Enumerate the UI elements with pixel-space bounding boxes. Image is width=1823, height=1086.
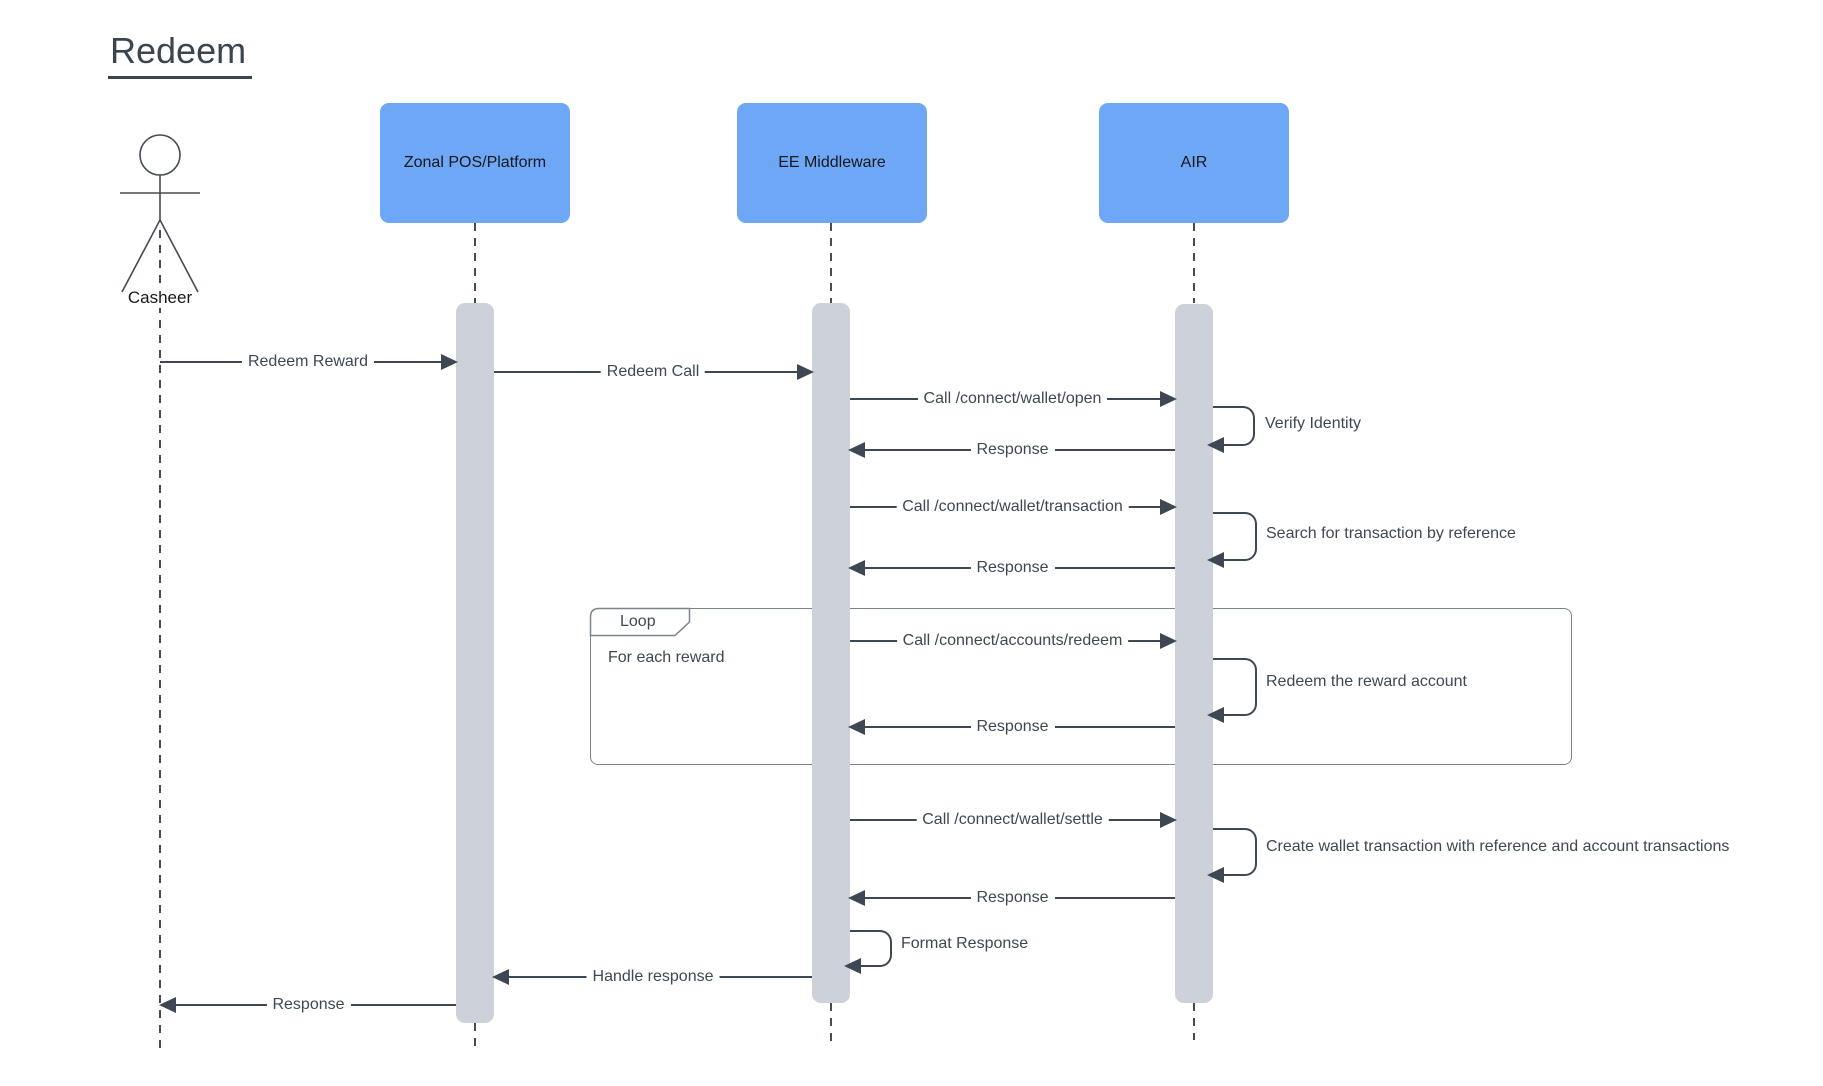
loop-fragment-label: Loop [620, 613, 656, 630]
arrowhead-icon [1207, 437, 1224, 453]
lifeline-zonal-bottom [474, 1023, 476, 1051]
message-label: Response [970, 718, 1055, 736]
message-label: Response [970, 441, 1055, 459]
arrowhead-icon [441, 354, 458, 370]
actor-label: Casheer [124, 288, 196, 308]
self-message-format-response [844, 930, 892, 974]
arrowhead-icon [848, 890, 865, 906]
arrowhead-icon [848, 560, 865, 576]
arrowhead-icon [844, 958, 861, 974]
participant-zonal-pos: Zonal POS/Platform [380, 103, 570, 223]
message-label: Redeem Reward [241, 353, 375, 371]
message-label: Create wallet transaction with reference… [1266, 838, 1730, 855]
lifeline-ee-bottom [830, 1003, 832, 1048]
message-label: Search for transaction by reference [1266, 525, 1516, 542]
message-label: Response [970, 559, 1055, 577]
message-label: Response [266, 996, 351, 1014]
lifeline-air-bottom [1193, 1003, 1195, 1040]
arrowhead-icon [1207, 867, 1224, 883]
arrowhead-icon [1207, 707, 1224, 723]
lifeline-casheer [159, 230, 161, 1050]
arrowhead-icon [1160, 633, 1177, 649]
arrowhead-icon [1207, 552, 1224, 568]
arrowhead-icon [159, 997, 176, 1013]
message-label: Call /connect/wallet/open [917, 390, 1108, 408]
message-label: Format Response [901, 935, 1029, 952]
message-label: Redeem the reward account [1266, 673, 1467, 690]
message-label: Verify Identity [1265, 415, 1362, 432]
activation-bar-zonal [456, 303, 494, 1023]
arrowhead-icon [1160, 499, 1177, 515]
message-label: Call /connect/wallet/settle [916, 811, 1109, 829]
self-message-verify-identity [1207, 406, 1255, 453]
lifeline-zonal-top [474, 223, 476, 303]
message-label: Response [970, 889, 1055, 907]
loop-fragment [590, 608, 1572, 765]
message-label: Call /connect/wallet/transaction [896, 498, 1129, 516]
diagram-title: Redeem [108, 30, 253, 79]
loop-fragment-guard: For each reward [608, 649, 725, 666]
self-message-search-transaction [1207, 512, 1257, 568]
arrowhead-icon [492, 969, 509, 985]
arrowhead-icon [1160, 391, 1177, 407]
lifeline-air-top [1193, 223, 1195, 303]
message-label: Call /connect/accounts/redeem [896, 632, 1129, 650]
lifeline-ee-top [830, 223, 832, 303]
activation-bar-air [1175, 304, 1213, 1003]
message-label: Redeem Call [600, 363, 706, 381]
message-label: Handle response [586, 968, 720, 986]
self-message-redeem-account [1207, 658, 1257, 723]
actor-figure-icon [120, 134, 200, 293]
activation-bar-ee [812, 303, 850, 1003]
self-message-create-wallet-transaction [1207, 828, 1257, 883]
participant-air: AIR [1099, 103, 1289, 223]
arrowhead-icon [848, 719, 865, 735]
arrowhead-icon [848, 442, 865, 458]
arrowhead-icon [797, 364, 814, 380]
loop-fragment-tab [589, 607, 691, 637]
participant-ee-middleware: EE Middleware [737, 103, 927, 223]
arrowhead-icon [1160, 812, 1177, 828]
